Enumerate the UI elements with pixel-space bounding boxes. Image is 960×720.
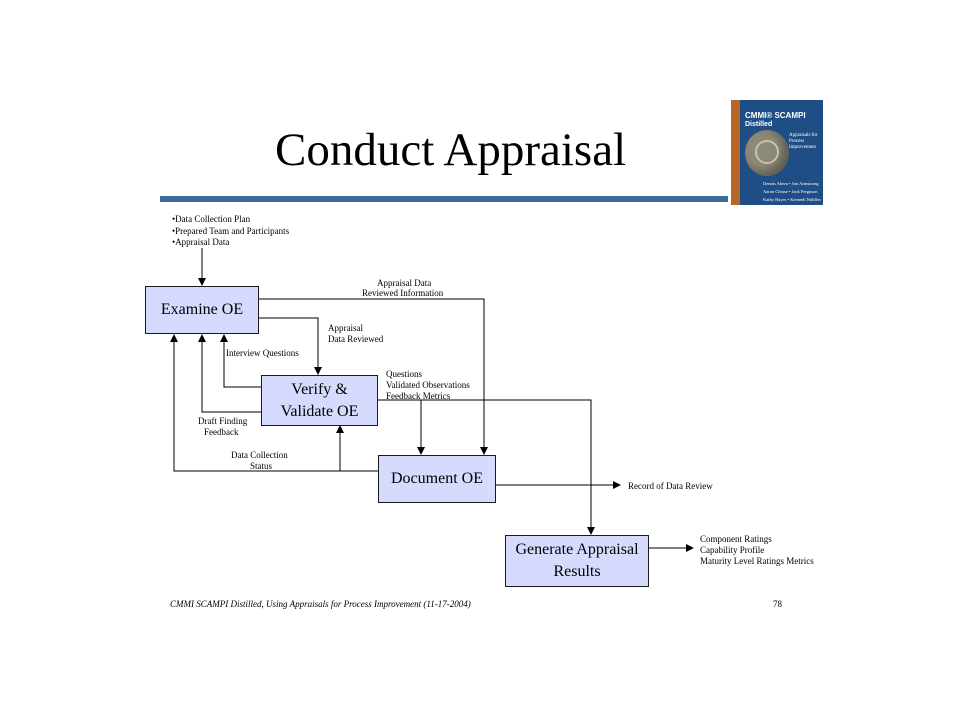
output-label: Capability Profile: [700, 545, 765, 555]
connector-label: Record of Data Review: [628, 481, 713, 491]
examine-oe-box: Examine OE: [145, 286, 259, 334]
document-oe-box: Document OE: [378, 455, 496, 503]
input-label: •Prepared Team and Participants: [172, 226, 290, 236]
draft-finding-arrow: [198, 334, 262, 413]
data-collection-status-arrow: [170, 334, 379, 472]
slide-title: Conduct Appraisal: [275, 124, 627, 176]
book-authors: Dennis Ahern • Jim Armstrong Aaron Clous…: [763, 180, 821, 204]
connector-label: Reviewed Information: [362, 288, 444, 298]
output-label: Component Ratings: [700, 534, 772, 544]
book-subtitle: Distilled: [745, 121, 773, 128]
examine-to-document-arrow: [259, 298, 488, 455]
examine-to-verify-arrow: [259, 317, 322, 375]
book-title: CMMI® SCAMPI: [745, 111, 806, 120]
connector-label: Data Reviewed: [328, 334, 384, 344]
footer-citation: CMMI SCAMPI Distilled, Using Appraisals …: [170, 599, 471, 609]
book-author-line: Dennis Ahern • Jim Armstrong: [763, 181, 819, 186]
connector-label: Feedback: [204, 427, 239, 437]
questions-arrow: [377, 399, 595, 535]
book-spine: [731, 100, 740, 205]
nautilus-shell-spiral: [755, 140, 779, 164]
connector-label: Feedback Metrics: [386, 391, 451, 401]
connector-label: Data Collection: [231, 450, 288, 460]
input-label: •Appraisal Data: [172, 237, 230, 247]
connector-label: Questions: [386, 369, 422, 379]
generate-appraisal-results-box: Generate Appraisal Results: [505, 535, 649, 587]
connector-label: Validated Observations: [386, 380, 470, 390]
book-cover-image: CMMI® SCAMPI Distilled Appraisals for Pr…: [731, 100, 823, 205]
connector-label: Appraisal: [328, 323, 363, 333]
connector-label: Status: [250, 461, 273, 471]
page-number: 78: [773, 599, 782, 609]
output-label: Maturity Level Ratings Metrics: [700, 556, 814, 566]
connector-label: Interview Questions: [226, 348, 299, 358]
connector-label: Appraisal Data: [377, 278, 432, 288]
book-author-line: Kathy Hayes • Kenneth Nidiffer: [763, 197, 821, 202]
book-author-line: Aaron Clouse • Jack Ferguson: [763, 189, 818, 194]
input-label: •Data Collection Plan: [172, 214, 251, 224]
title-rule: [160, 196, 728, 202]
book-tagline: Appraisals for Process Improvement: [789, 133, 818, 150]
verify-validate-oe-box: Verify & Validate OE: [261, 375, 378, 426]
connector-label: Draft Finding: [198, 416, 248, 426]
interview-questions-arrow: [220, 334, 262, 388]
